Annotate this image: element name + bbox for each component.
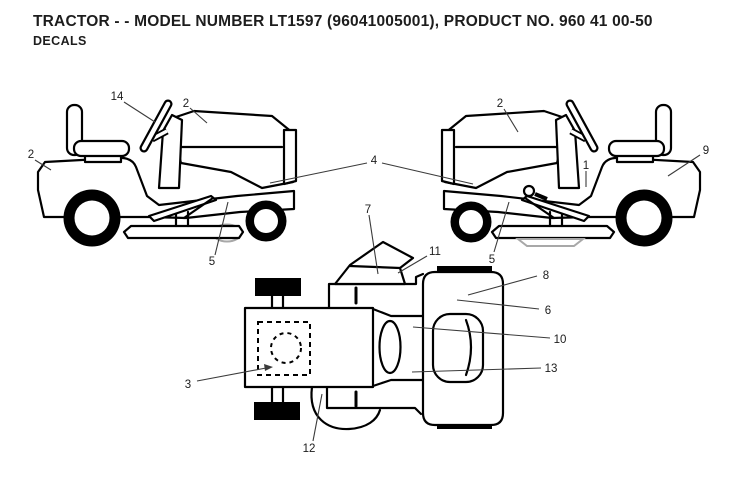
callout-6-rear-body-inner: 6	[456, 299, 551, 317]
callout-label-4: 4	[371, 155, 378, 167]
left-rear-hub	[74, 200, 110, 236]
leader-line-4-right	[381, 162, 474, 185]
callout-9-right-fender: 9	[667, 145, 709, 177]
callout-2-left-hood: 2	[183, 98, 208, 124]
callout-label-10: 10	[554, 334, 567, 346]
callout-2-right-hood: 2	[497, 98, 519, 133]
page-header: TRACTOR - - MODEL NUMBER LT1597 (9604100…	[33, 13, 733, 48]
right-hood	[443, 109, 570, 190]
steering-wheel-top-view	[378, 319, 402, 375]
front-right-wheel-pad	[254, 402, 300, 420]
callout-label-5-right: 5	[489, 254, 495, 266]
callout-3-engine: 3	[185, 364, 273, 391]
leader-line-5-right	[493, 201, 510, 253]
right-steering-tower	[554, 113, 581, 190]
leader-line-10	[412, 326, 551, 339]
callout-label-1: 1	[583, 160, 589, 172]
leader-line-7	[368, 214, 379, 275]
callout-label-14: 14	[111, 91, 124, 103]
callout-label-9: 9	[703, 145, 709, 157]
page-title: TRACTOR - - MODEL NUMBER LT1597 (9604100…	[33, 13, 653, 30]
left-front-grille	[282, 128, 298, 186]
leader-line-14	[123, 101, 156, 123]
front-left-axle	[270, 294, 285, 310]
front-left-wheel-pad	[255, 278, 301, 296]
mid-section-bottom	[371, 378, 425, 388]
right-deck-skirt	[515, 238, 586, 247]
seat-top-view	[431, 312, 485, 384]
callout-label-3: 3	[185, 379, 191, 391]
platform-bottom-edge	[325, 385, 423, 416]
leader-line-9	[667, 154, 701, 177]
left-front-hub	[254, 209, 278, 233]
callout-14-steering-wheel: 14	[111, 91, 156, 123]
leader-line-5-left	[214, 201, 229, 256]
right-front-hub	[459, 210, 483, 234]
callout-5-right-deck: 5	[489, 201, 510, 266]
callout-7-console: 7	[365, 204, 379, 275]
leader-line-12	[312, 393, 323, 442]
callout-label-2-left-hood: 2	[183, 98, 189, 110]
callout-4-hood-sides: 4	[269, 155, 474, 185]
right-deck-struts	[548, 210, 564, 228]
leader-line-11	[397, 255, 428, 274]
callout-2-left-fender: 2	[28, 149, 52, 171]
left-footrest-bar	[147, 194, 218, 223]
right-ignition-key	[522, 184, 536, 198]
engine-dashed-box	[257, 321, 311, 376]
overhead-view-illustration	[243, 240, 505, 431]
right-footrest-bar	[520, 194, 591, 223]
callout-label-2-left-fender: 2	[28, 149, 34, 161]
leader-arrowhead-3	[264, 364, 273, 371]
left-mower-deck	[122, 224, 245, 240]
callout-label-12: 12	[303, 443, 316, 455]
callout-10-mid-upper: 10	[412, 326, 567, 346]
right-ignition-key-handle	[534, 192, 548, 201]
platform-top-edge	[327, 272, 425, 310]
left-deck-struts	[174, 210, 190, 228]
front-frame-box	[243, 306, 375, 389]
callout-12-belt-loop: 12	[303, 393, 323, 455]
steering-console-fold	[348, 264, 402, 270]
callout-label-6: 6	[545, 305, 551, 317]
left-steering-tower	[157, 113, 184, 190]
callout-5-left-deck: 5	[209, 201, 229, 268]
belt-loop-arc	[310, 385, 382, 431]
engine-dashed-circle	[270, 332, 302, 364]
callout-label-8: 8	[543, 270, 549, 282]
leader-line-2-right-hood	[503, 108, 519, 133]
leader-line-4-left	[269, 162, 368, 184]
leader-line-2-left-fender	[34, 159, 52, 171]
left-hood	[168, 109, 295, 190]
left-seat-bottom	[72, 139, 131, 158]
front-right-axle	[270, 385, 285, 404]
callout-label-11: 11	[429, 246, 441, 258]
callouts: 14 2 2 5 4 2	[28, 91, 709, 455]
leader-line-13	[411, 367, 542, 373]
right-rear-hub	[626, 200, 662, 236]
callout-13-mid-lower: 13	[411, 363, 558, 375]
leader-line-8	[467, 275, 538, 296]
left-tractor-illustration	[36, 99, 298, 247]
right-seat-bottom	[607, 139, 666, 158]
callout-label-13: 13	[545, 363, 558, 375]
left-steering-wheel-fill	[141, 101, 171, 151]
leader-line-3	[196, 367, 267, 382]
callout-label-7: 7	[365, 204, 371, 216]
callout-label-5-left: 5	[209, 256, 215, 268]
right-tractor-illustration	[440, 99, 702, 247]
right-mower-deck	[490, 224, 616, 240]
callout-label-2-right-hood: 2	[497, 98, 503, 110]
callout-8-rear-body: 8	[467, 270, 549, 296]
right-front-grille	[440, 128, 456, 186]
callout-1-dash: 1	[583, 160, 589, 187]
leader-line-6	[456, 299, 540, 310]
leader-line-2-left-hood	[189, 107, 208, 124]
right-steering-wheel-fill	[567, 101, 597, 151]
mid-section-top	[371, 307, 425, 318]
callout-11-console-side: 11	[397, 246, 441, 274]
page-subtitle: DECALS	[33, 34, 87, 48]
